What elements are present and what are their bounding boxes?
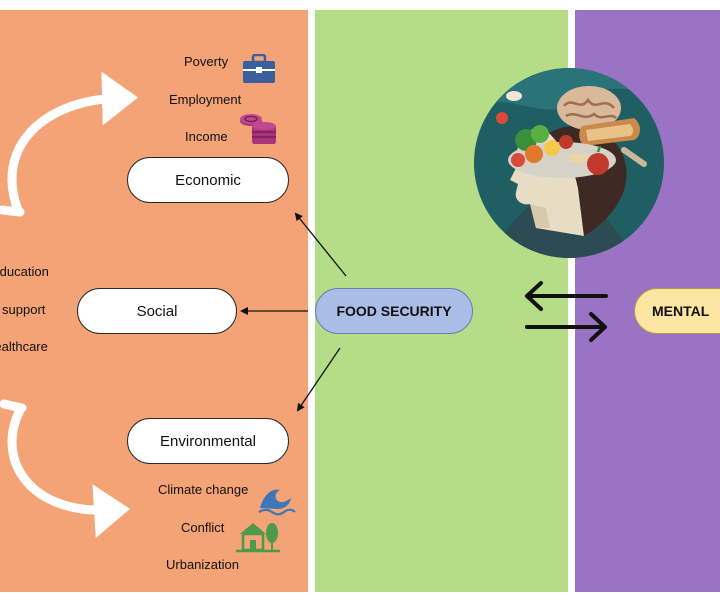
social-node-label: Social — [136, 302, 178, 320]
food-security-label: FOOD SECURITY — [336, 303, 452, 319]
label-healthcare: Healthcare — [0, 339, 48, 354]
food-security-node: FOOD SECURITY — [315, 288, 473, 334]
head-with-food-illustration — [474, 68, 664, 258]
cycle-arrow-top — [7, 71, 138, 215]
label-education: Education — [0, 264, 49, 279]
wave-icon — [258, 489, 296, 516]
label-urbanization: Urbanization — [166, 557, 239, 572]
cycle-arrow-top-tail — [0, 205, 25, 217]
cycle-arrow-bottom-tail — [0, 399, 27, 413]
arrow-to-environmental — [296, 347, 341, 412]
bidirectional-arrows — [525, 281, 608, 342]
social-node: Social — [77, 288, 237, 334]
briefcase-icon — [243, 54, 275, 83]
cycle-arrow-bottom — [7, 405, 130, 539]
mental-health-label: MENTAL — [652, 303, 710, 319]
label-conflict: Conflict — [181, 520, 225, 535]
label-social-support: Social support — [0, 302, 46, 317]
coins-icon — [240, 114, 276, 144]
label-employment: Employment — [169, 92, 242, 107]
arrow-right-bold — [525, 312, 607, 342]
environmental-node: Environmental — [127, 418, 289, 464]
label-income: Income — [185, 129, 228, 144]
mental-health-node: MENTAL — [634, 288, 720, 334]
label-poverty: Poverty — [184, 54, 229, 69]
economic-node: Economic — [127, 157, 289, 203]
economic-node-label: Economic — [175, 171, 241, 189]
environmental-node-label: Environmental — [160, 432, 256, 450]
house-tree-icon — [236, 523, 280, 553]
arrow-left-bold — [525, 281, 608, 311]
arrow-to-economic — [294, 212, 347, 277]
label-climate-change: Climate change — [158, 482, 249, 497]
